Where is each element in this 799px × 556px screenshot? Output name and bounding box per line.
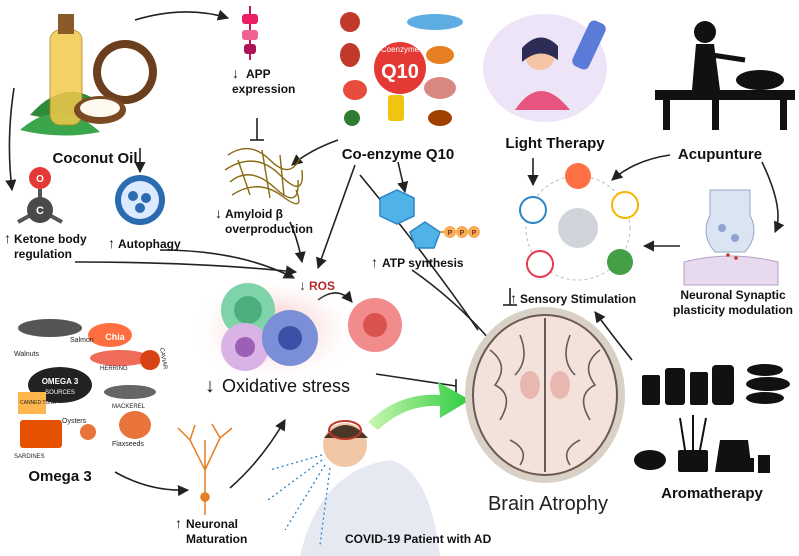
- maturation-label-line2: Maturation: [186, 532, 247, 546]
- oxygen-atom-text: O: [36, 174, 44, 185]
- amyloid-label-line1: Amyloid β: [225, 207, 283, 221]
- omega-herring: HERRING: [100, 366, 128, 372]
- neuron-icon: [177, 423, 233, 515]
- ketone-molecule-icon: [17, 167, 63, 224]
- autophagy-label: Autophagy: [118, 237, 181, 251]
- ketone-label-line1: Ketone body: [14, 232, 87, 246]
- arrow-autophagy-to-ros: [159, 249, 295, 279]
- coq10-small-text: Coenzyme: [381, 45, 420, 54]
- omega-walnuts: Walnuts: [14, 351, 40, 358]
- app-protein-icon: [242, 6, 258, 60]
- oxidative-cells-icon: [190, 275, 402, 385]
- inhibit-oxidative-to-brain: [375, 373, 457, 387]
- omega-sources-text: SOURCES: [45, 390, 75, 396]
- inhibit-coq10-to-brain: [359, 174, 479, 331]
- brain-atrophy-icon: [465, 307, 625, 483]
- oxidative-down-arrow: ↓: [205, 375, 215, 397]
- coconut-oil-icon: [20, 14, 157, 136]
- ketone-up-arrow: ↑: [4, 230, 11, 246]
- synapse-icon: [683, 189, 779, 286]
- sensory-up-arrow: ↑: [510, 290, 517, 306]
- omega-big-text: OMEGA 3: [42, 377, 79, 386]
- light-therapy-label: Light Therapy: [505, 135, 605, 152]
- omega-mackerel: MACKEREL: [112, 404, 146, 410]
- coq10-label: Co-enzyme Q10: [342, 146, 455, 163]
- app-down-arrow: ↓: [232, 65, 239, 81]
- covid-patient-icon: [267, 420, 440, 556]
- app-label-line2: expression: [232, 82, 295, 96]
- arrow-acupunture-to-sensory: [611, 154, 671, 181]
- aromatherapy-label: Aromatherapy: [661, 485, 763, 502]
- sensory-label: Sensory Stimulation: [520, 292, 636, 306]
- omega-sardines: SARDINES: [14, 454, 45, 460]
- omega-chia: Chia: [105, 332, 125, 342]
- arrow-coq10-to-atp: [397, 161, 409, 194]
- arrow-maturation-to-oxidative: [229, 419, 286, 489]
- maturation-up-arrow: ↑: [175, 515, 182, 531]
- arrow-ketone-to-ros: [74, 261, 298, 277]
- atp-up-arrow: ↑: [371, 254, 378, 270]
- amyloid-down-arrow: ↓: [215, 205, 222, 221]
- brain-atrophy-label: Brain Atrophy: [488, 493, 608, 515]
- omega-flaxseeds: Flaxseeds: [112, 441, 144, 448]
- omega3-label: Omega 3: [28, 468, 91, 485]
- coq10-foods-icon: [340, 12, 463, 126]
- covid-label: COVID-19 Patient with AD: [345, 532, 492, 546]
- autophagy-icon: [115, 175, 165, 225]
- app-label-line1: APP: [246, 67, 271, 81]
- arrow-amyloid-to-ros: [289, 221, 306, 264]
- atp-molecule-icon: [379, 189, 480, 249]
- atp-phosphate-1: P: [448, 230, 453, 237]
- synapse-label-line1: Neuronal Synaptic: [680, 288, 786, 302]
- arrow-coconut-to-app: [134, 9, 230, 21]
- atp-phosphate-3: P: [472, 230, 477, 237]
- carbon-atom-text: C: [36, 205, 44, 217]
- maturation-label-line1: Neuronal: [186, 517, 238, 531]
- acupunture-label: Acupunture: [678, 146, 762, 163]
- arrow-coq10-to-amyloid: [291, 139, 339, 166]
- aromatherapy-icon: [634, 364, 790, 473]
- omega-salmon: Salmon: [70, 337, 94, 344]
- light-therapy-icon: [483, 14, 607, 122]
- arrow-omega-to-maturation: [114, 471, 190, 497]
- omega-oysters: Oysters: [62, 418, 87, 425]
- omega-caviar: CAVIAR: [158, 347, 168, 370]
- arrow-aroma-to-sensory: [594, 311, 633, 361]
- atp-phosphate-2: P: [460, 230, 465, 237]
- atp-label: ATP synthesis: [382, 256, 464, 270]
- autophagy-up-arrow: ↑: [108, 235, 115, 251]
- synapse-label-line2: plasticity modulation: [673, 303, 793, 317]
- omega3-foods-icon: [18, 319, 160, 448]
- amyloid-label-line2: overproduction: [225, 222, 313, 236]
- omega-canned-tuna: CANNED TUNA: [20, 400, 57, 406]
- green-arrow-to-brain: [368, 382, 470, 430]
- sensory-wheel-icon: [519, 163, 639, 281]
- acupunture-icon: [655, 21, 795, 130]
- coconut-oil-label: Coconut Oil: [53, 150, 138, 167]
- amyloid-fibril-icon: [224, 147, 304, 205]
- arrow-coconut-to-ketone: [5, 87, 17, 192]
- arrow-coq10-to-ros: [316, 164, 356, 270]
- inhibit-atp-to-brain: [411, 269, 491, 341]
- q10-text: Q10: [381, 61, 419, 83]
- oxidative-label: Oxidative stress: [222, 376, 350, 396]
- ketone-label-line2: regulation: [14, 247, 72, 261]
- arrow-acupunture-to-synapse: [761, 161, 785, 234]
